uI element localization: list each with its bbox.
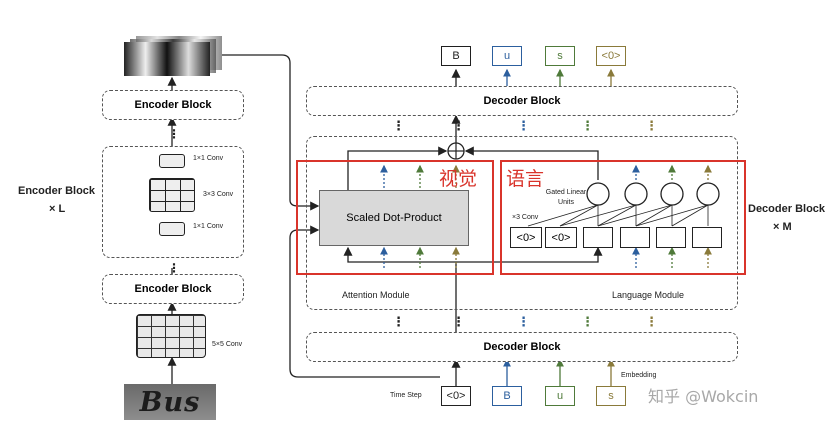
input-token-b: B bbox=[492, 386, 522, 406]
output-token-s: s bbox=[545, 46, 575, 66]
encoder-block-bottom-label: Encoder Block bbox=[134, 283, 212, 295]
glu-label: Gated Linear Units bbox=[545, 189, 587, 206]
output-token-b: B bbox=[441, 46, 471, 66]
svg-text:⋮: ⋮ bbox=[392, 314, 405, 329]
input-token-u: u bbox=[545, 386, 575, 406]
encoder-block-top-label: Encoder Block bbox=[134, 99, 212, 111]
encoder-block-top: Encoder Block bbox=[102, 90, 244, 120]
language-cn-label: 语言 bbox=[506, 168, 545, 190]
decoder-block-bottom: Decoder Block bbox=[306, 332, 738, 362]
decoder-block-bottom-label: Decoder Block bbox=[483, 341, 561, 353]
svg-text:⋮: ⋮ bbox=[517, 314, 530, 329]
decoder-block-detail bbox=[306, 136, 738, 310]
attention-module-label: Attention Module bbox=[342, 290, 410, 300]
svg-text:⋮: ⋮ bbox=[452, 118, 465, 133]
lang-conv-box-2 bbox=[620, 227, 650, 248]
svg-text:⋮: ⋮ bbox=[581, 314, 594, 329]
vision-cn-label: 视觉 bbox=[439, 168, 478, 190]
encoder-repeat-times: × L bbox=[49, 203, 66, 215]
scaled-dot-product-label: Scaled Dot-Product bbox=[346, 212, 442, 224]
decoder-block-top-label: Decoder Block bbox=[483, 95, 561, 107]
conv-5x5-grid bbox=[136, 314, 206, 358]
decoder-repeat-times: × M bbox=[773, 221, 792, 233]
svg-text:⋮: ⋮ bbox=[452, 314, 465, 329]
conv-1x1-bottom-label: 1×1 Conv bbox=[193, 223, 224, 230]
svg-text:⋮: ⋮ bbox=[168, 127, 180, 141]
output-token-u: u bbox=[492, 46, 522, 66]
time-step-label: Time Step bbox=[390, 392, 422, 399]
conv-1x1-top bbox=[159, 154, 185, 168]
lang-conv-box-1 bbox=[583, 227, 613, 248]
watermark: 知乎 @Wokcin bbox=[648, 387, 759, 406]
svg-text:⋮: ⋮ bbox=[645, 118, 658, 133]
lang-conv-box-3 bbox=[656, 227, 686, 248]
svg-text:⋮: ⋮ bbox=[581, 118, 594, 133]
encoder-block-bottom: Encoder Block bbox=[102, 274, 244, 304]
input-token-sos: <0> bbox=[441, 386, 471, 406]
svg-text:⋮: ⋮ bbox=[392, 118, 405, 133]
vision-highlight-box bbox=[296, 160, 494, 275]
encoder-repeat-label: Encoder Block bbox=[18, 185, 96, 197]
conv-x3-label: ×3 Conv bbox=[512, 214, 539, 221]
decoder-repeat-label: Decoder Block bbox=[748, 203, 826, 215]
svg-text:⋮: ⋮ bbox=[517, 118, 530, 133]
input-token-s: s bbox=[596, 386, 626, 406]
lang-pad-token-2: <0> bbox=[545, 227, 577, 248]
input-image: Bus bbox=[124, 384, 216, 420]
conv-5x5-label: 5×5 Conv bbox=[212, 341, 243, 348]
lang-pad-token-1: <0> bbox=[510, 227, 542, 248]
scaled-dot-product-box: Scaled Dot-Product bbox=[319, 190, 469, 246]
input-image-text: Bus bbox=[139, 386, 201, 418]
conv-3x3-grid bbox=[149, 178, 195, 212]
svg-text:⋮: ⋮ bbox=[645, 314, 658, 329]
conv-1x1-bottom bbox=[159, 222, 185, 236]
decoder-block-top: Decoder Block bbox=[306, 86, 738, 116]
output-token-eos: <0> bbox=[596, 46, 626, 66]
svg-text:⋮: ⋮ bbox=[168, 261, 180, 275]
language-module-label: Language Module bbox=[612, 290, 685, 300]
language-highlight-box bbox=[500, 160, 746, 275]
conv-1x1-top-label: 1×1 Conv bbox=[193, 155, 224, 162]
lang-conv-box-4 bbox=[692, 227, 722, 248]
embedding-label: Embedding bbox=[621, 372, 657, 379]
conv-3x3-label: 3×3 Conv bbox=[203, 191, 234, 198]
feature-map-stack bbox=[124, 36, 222, 76]
